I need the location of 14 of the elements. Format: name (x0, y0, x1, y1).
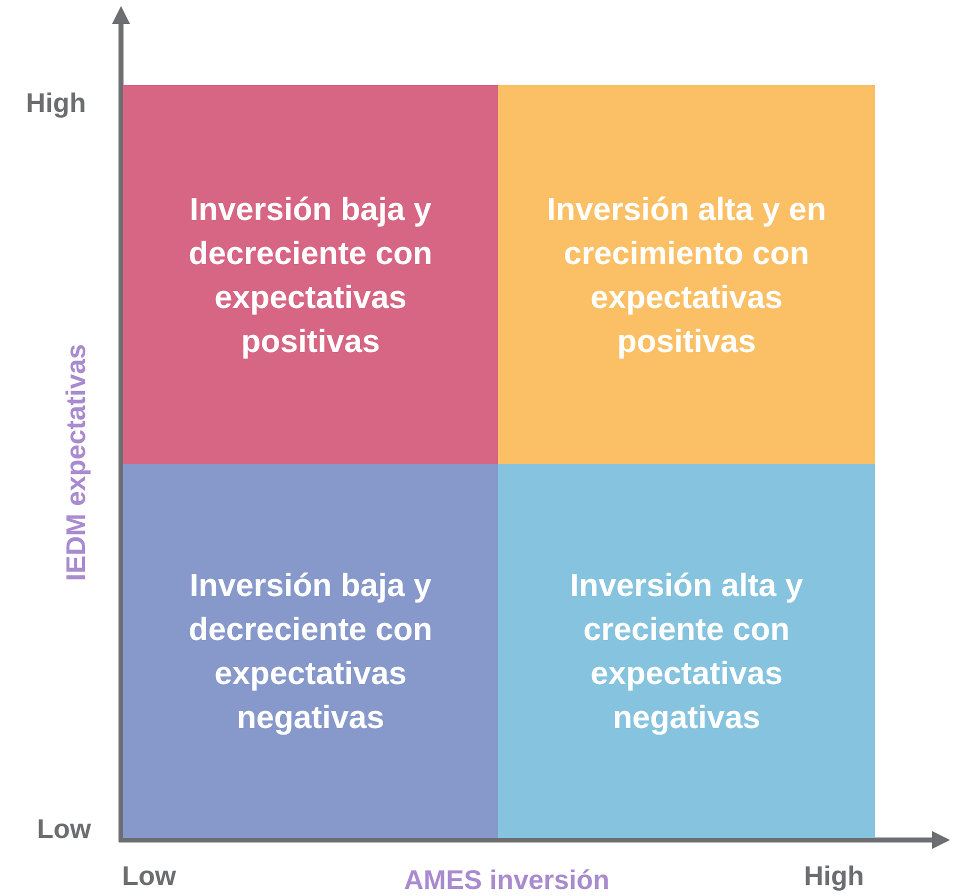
quadrant-box (123, 85, 498, 464)
quadrant-text: Inversión alta y en crecimiento con expectativas positivas (546, 190, 828, 361)
quadrant-text: Inversión baja y decreciente con expectativas positivas (188, 190, 434, 361)
y-axis-title: IEDM expectativas (60, 343, 92, 581)
quadrant-text: Inversión baja y decreciente con expectativas negativas (188, 566, 434, 737)
axis-tick-label: High (804, 861, 864, 892)
axis-tick-label: Low (37, 814, 91, 845)
quadrant-box (498, 464, 875, 838)
quadrant-box (498, 85, 875, 464)
axis-tick-label: High (26, 88, 86, 119)
quadrant-box (123, 464, 498, 838)
quadrant-text: Inversión alta y creciente con expectativas negativas (569, 566, 804, 737)
x-axis-title: AMES inversión (404, 864, 610, 896)
axis-tick-label: Low (122, 861, 176, 892)
